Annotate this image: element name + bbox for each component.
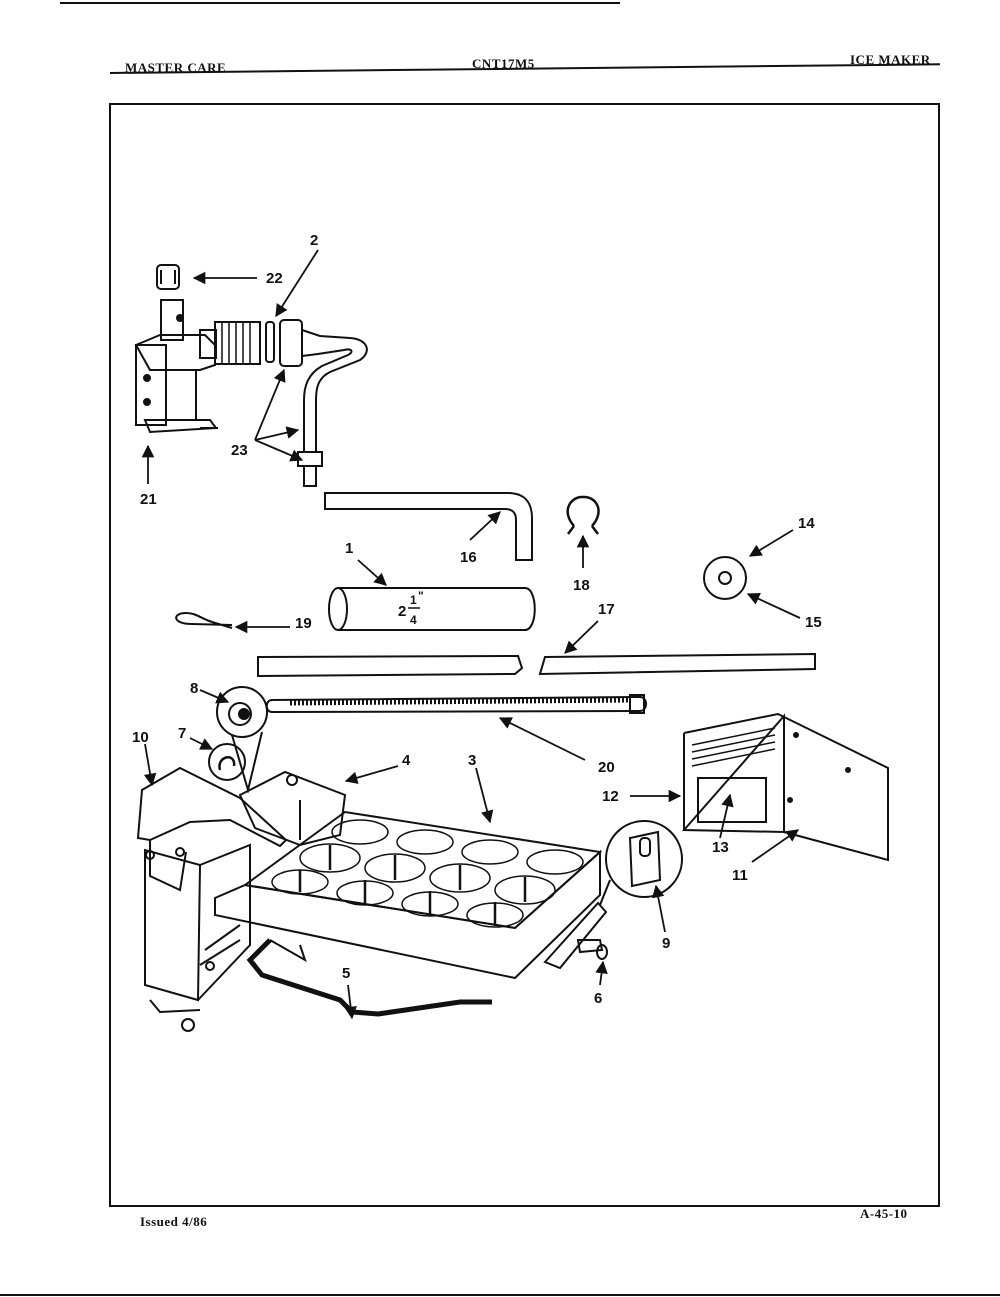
label-21: 21 bbox=[140, 491, 157, 508]
label-23: 23 bbox=[231, 442, 248, 459]
footer-issued: Issued 4/86 bbox=[140, 1214, 208, 1229]
tube-size-label: 2 1 4 " bbox=[398, 589, 424, 627]
label-11: 11 bbox=[732, 867, 748, 884]
bottom-edge-line bbox=[0, 1294, 1000, 1296]
part-8-bearing-detail bbox=[216, 686, 268, 794]
label-4: 4 bbox=[402, 752, 411, 769]
part-number-labels: 22 2 23 21 16 18 14 15 1 19 17 20 8 7 10… bbox=[132, 232, 822, 1007]
label-9: 9 bbox=[662, 935, 670, 952]
label-16: 16 bbox=[460, 549, 477, 566]
part-23-fill-tube-assembly bbox=[279, 319, 368, 487]
label-3: 3 bbox=[468, 752, 476, 769]
part-7-spring-detail bbox=[208, 743, 246, 781]
part-22-fitting-nut bbox=[156, 264, 180, 290]
part-18-clamp bbox=[566, 495, 600, 535]
svg-text:": " bbox=[418, 589, 424, 603]
svg-text:1: 1 bbox=[410, 593, 417, 607]
header-right: ICE MAKER bbox=[850, 52, 931, 67]
label-14: 14 bbox=[798, 515, 815, 532]
diagram-frame bbox=[109, 103, 940, 1207]
part-11-front-cover bbox=[681, 712, 889, 862]
part-21-water-valve bbox=[134, 299, 261, 434]
label-15: 15 bbox=[805, 614, 822, 631]
label-17: 17 bbox=[598, 601, 615, 618]
label-6: 6 bbox=[594, 990, 602, 1007]
part-14-grommet bbox=[703, 556, 747, 600]
label-8: 8 bbox=[190, 680, 198, 697]
part-1-tube bbox=[328, 587, 536, 631]
top-edge-line bbox=[60, 2, 620, 4]
label-10: 10 bbox=[132, 729, 149, 746]
part-2-washer bbox=[265, 321, 275, 363]
label-22: 22 bbox=[266, 270, 283, 287]
label-13: 13 bbox=[712, 839, 729, 856]
svg-text:4: 4 bbox=[410, 613, 417, 627]
svg-text:2: 2 bbox=[398, 603, 406, 620]
part-16-bent-tube bbox=[324, 492, 533, 561]
part-20-heater bbox=[265, 694, 647, 714]
label-12: 12 bbox=[602, 788, 619, 805]
part-19-cotter-pin bbox=[175, 611, 233, 629]
label-19: 19 bbox=[295, 615, 312, 632]
part-13-label bbox=[697, 777, 767, 823]
label-20: 20 bbox=[598, 759, 615, 776]
label-1: 1 bbox=[345, 540, 353, 557]
leader-arrows bbox=[141, 249, 801, 1020]
footer-code: A-45-10 bbox=[860, 1206, 908, 1221]
part-17-rods bbox=[257, 652, 816, 678]
label-5: 5 bbox=[342, 965, 350, 982]
label-7: 7 bbox=[178, 725, 186, 742]
label-18: 18 bbox=[573, 577, 590, 594]
label-2: 2 bbox=[310, 232, 318, 249]
part-9-stop-detail bbox=[599, 820, 683, 906]
ice-maker-assembly bbox=[136, 766, 608, 1032]
